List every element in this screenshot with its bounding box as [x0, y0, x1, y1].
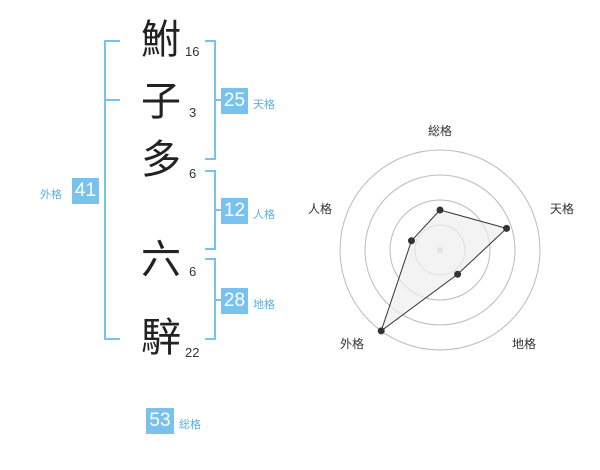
radar-label-jinkaku: 人格 [308, 202, 333, 216]
jinkaku-label: 人格 [253, 208, 275, 221]
stroke-count-2: 3 [189, 105, 197, 120]
radar-label-tenkaku: 天格 [550, 202, 575, 216]
gaikaku-label: 外格 [40, 188, 62, 201]
jinkaku-value: 12 [221, 198, 248, 224]
radar-point-5 [407, 237, 415, 245]
radar-ring-3 [364, 174, 516, 326]
soukaku-label: 総格 [179, 418, 201, 431]
name-char-5: 騂 [141, 315, 181, 361]
radar-label-gaikaku: 外格 [340, 337, 365, 351]
radar-point-1 [436, 206, 444, 214]
stroke-count-5: 22 [185, 345, 200, 360]
stroke-count-1: 16 [185, 44, 200, 59]
radar-point-2 [503, 224, 511, 232]
radar-label-chikaku: 地格 [512, 337, 537, 351]
gaikaku-value: 41 [72, 178, 99, 204]
name-char-1: 鮒 [141, 17, 181, 63]
chikaku-value: 28 [221, 288, 248, 314]
radar-ring-4 [339, 149, 541, 351]
stroke-count-4: 6 [189, 264, 197, 279]
chikaku-label: 地格 [253, 298, 275, 311]
name-char-4: 六 [141, 237, 181, 283]
tenkaku-value: 25 [221, 88, 248, 114]
soukaku-value: 53 [146, 408, 174, 434]
name-char-3: 多 [141, 137, 181, 183]
radar-label-soukaku: 総格 [428, 124, 453, 138]
radar-ring-2 [389, 199, 491, 301]
radar-point-4 [377, 327, 385, 335]
tenkaku-label: 天格 [253, 98, 275, 111]
gaikaku-bracket [104, 40, 120, 340]
name-char-2: 子 [141, 79, 181, 125]
stroke-count-3: 6 [189, 166, 197, 181]
radar-polygon [380, 209, 508, 333]
radar-point-3 [454, 270, 462, 278]
